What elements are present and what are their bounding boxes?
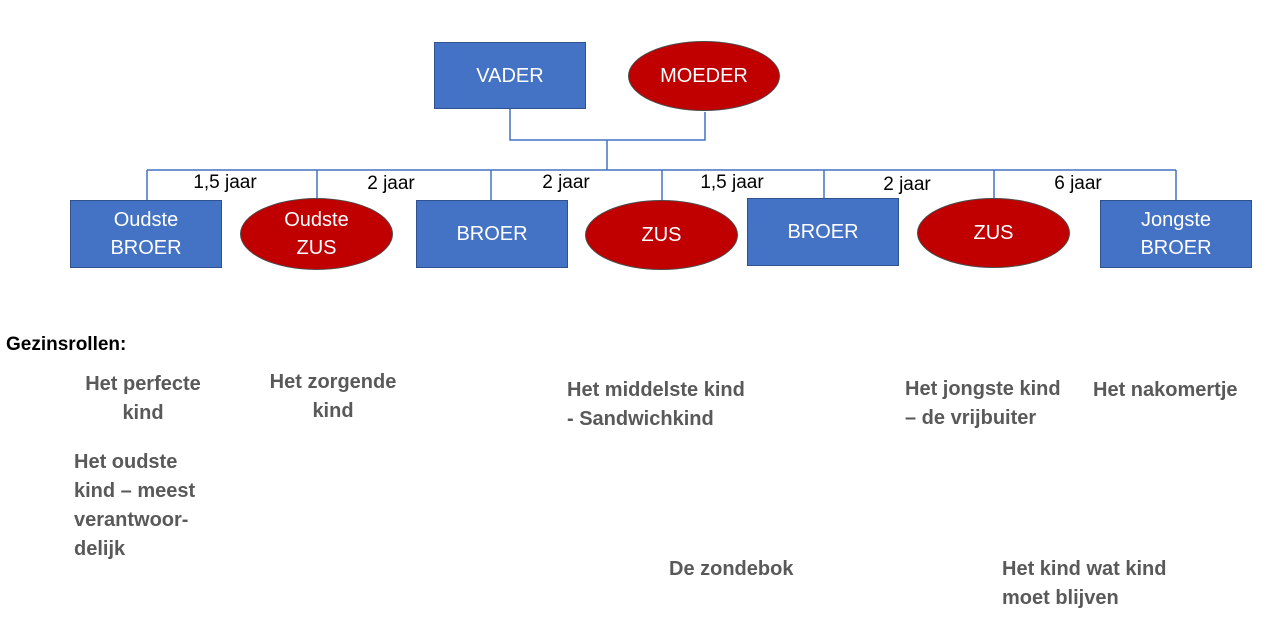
child-node-brother-2: BROER [747,198,899,266]
child-node-oldest-brother: Oudste BROER [70,200,222,268]
role-late-child: Het nakomertje [1093,376,1238,405]
child-label-line1: Oudste [284,209,349,231]
father-node: VADER [434,42,586,109]
role-child-must-remain-child: Het kind wat kind moet blijven [1002,555,1166,613]
child-label-line1: ZUS [641,224,682,246]
role-line: Het zorgende [269,371,397,393]
role-line: moet blijven [1002,587,1119,609]
role-line: delijk [74,538,126,560]
role-caring-child: Het zorgende kind [258,368,408,426]
child-label-line1: ZUS [973,222,1014,244]
age-gap-5: 2 jaar [883,174,931,195]
mother-label: MOEDER [660,65,748,87]
age-gap-1: 1,5 jaar [193,172,257,193]
role-line: – de vrijbuiter [905,407,1037,429]
role-perfect-child: Het perfecte kind [68,370,218,428]
child-label-line1: BROER [787,221,859,243]
child-node-oldest-sister: Oudste ZUS [240,198,393,270]
child-label-line1: BROER [456,223,528,245]
mother-node: MOEDER [628,41,780,111]
role-line: Het perfecte [85,373,201,395]
role-line: Het kind wat kind [1002,558,1167,580]
child-label-line1: Oudste [113,209,179,231]
child-node-sister-1: ZUS [585,200,738,270]
child-label-line2: ZUS [296,237,337,259]
role-line: Het middelste kind [567,379,745,401]
age-gap-2: 2 jaar [367,173,415,194]
parent-connector [509,108,706,141]
role-youngest-child: Het jongste kind – de vrijbuiter [905,375,1061,433]
role-line: De zondebok [669,558,794,580]
role-line: kind [312,400,354,422]
role-line: kind – meest [74,480,196,502]
role-line: Het jongste kind [905,378,1061,400]
child-node-brother-1: BROER [416,200,568,268]
father-label: VADER [476,64,544,87]
child-node-sister-2: ZUS [917,198,1070,268]
age-gap-6: 6 jaar [1054,173,1102,194]
role-line: verantwoor- [74,509,189,531]
role-oldest-child: Het oudste kind – meest verantwoor- deli… [74,448,195,564]
age-gap-3: 2 jaar [542,172,590,193]
role-line: - Sandwichkind [567,408,714,430]
child-label-line1: Jongste [1140,209,1212,231]
child-label-line2: BROER [110,237,182,259]
section-title: Gezinsrollen: [6,334,127,355]
role-middle-child: Het middelste kind - Sandwichkind [567,376,745,434]
child-node-youngest-brother: Jongste BROER [1100,200,1252,268]
role-line: Het nakomertje [1093,379,1238,401]
role-scapegoat: De zondebok [669,555,793,584]
child-label-line2: BROER [1140,237,1212,259]
age-gap-4: 1,5 jaar [700,172,764,193]
role-line: kind [122,402,164,424]
role-line: Het oudste [74,451,178,473]
